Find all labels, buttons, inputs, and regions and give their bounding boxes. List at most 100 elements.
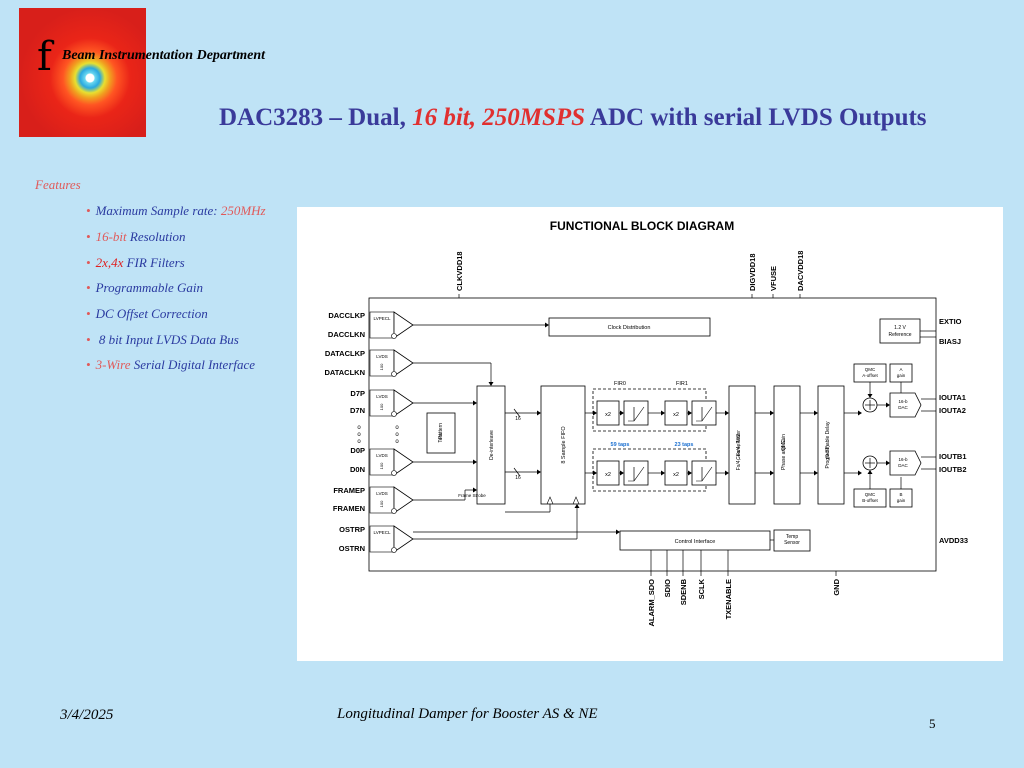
x2-label: x2 xyxy=(605,472,611,478)
bottom-pin-sdenb: SDENB xyxy=(679,578,688,605)
deinterleave-label: De-interleave xyxy=(489,430,495,460)
left-pin-ostrp: OSTRP xyxy=(339,525,365,534)
feature-item: •16-bit Resolution xyxy=(86,229,185,245)
programmable-delay-label: (0-3T) xyxy=(825,445,831,459)
feature-text: FIR Filters xyxy=(123,255,184,270)
diagram-title: FUNCTIONAL BLOCK DIAGRAM xyxy=(550,219,734,233)
dac-label: DAC xyxy=(898,463,908,468)
control-interface-label: Control Interface xyxy=(675,539,716,545)
functional-block-diagram: FUNCTIONAL BLOCK DIAGRAMCLKVDD18DIGVDD18… xyxy=(297,207,1003,661)
x2-label: x2 xyxy=(673,412,679,418)
right-pin-biasj: BIASJ xyxy=(939,337,961,346)
reference-block xyxy=(880,319,920,343)
logo-f-mark: f xyxy=(37,42,52,72)
bullet: • xyxy=(86,229,91,244)
termination-label: 100 xyxy=(379,462,384,469)
bullet: • xyxy=(86,306,91,321)
qmc-a-offset-label: QMC xyxy=(865,367,876,372)
dac-label: 16-b xyxy=(898,399,908,404)
bottom-pin-gnd: GND xyxy=(832,578,841,595)
buffer-type-label: LVDS xyxy=(376,491,387,496)
left-pin-dataclkp: DATACLKP xyxy=(325,349,365,358)
bullet: • xyxy=(86,255,91,270)
a-gain-label: A xyxy=(899,367,902,372)
bottom-pin-alarm_sdo: ALARM_SDO xyxy=(647,579,656,627)
buffer-type-label: LVPECL xyxy=(374,316,391,321)
buffer-inversion-bubble xyxy=(392,548,397,553)
buffer-type-label: LVPECL xyxy=(374,530,391,535)
right-pin-iouta1: IOUTA1 xyxy=(939,393,966,402)
fir-filter-box xyxy=(692,461,716,485)
qmc-phase-gain-label: Phase and Gain xyxy=(781,434,787,470)
reference-label: 1.2 V xyxy=(894,325,906,331)
bottom-pin-sclk: SCLK xyxy=(697,578,706,599)
bullet: • xyxy=(86,203,91,218)
left-pin-ostrn: OSTRN xyxy=(339,544,365,553)
department-logo: f xyxy=(19,8,146,137)
coarse-mixer-block xyxy=(729,386,755,504)
buffer-inversion-bubble xyxy=(392,471,397,476)
feature-item: •Programmable Gain xyxy=(86,280,203,296)
feature-item: •DC Offset Correction xyxy=(86,306,208,322)
feature-text: 2x,4x xyxy=(96,255,124,270)
bullet: • xyxy=(86,280,91,295)
dac-label: DAC xyxy=(898,405,908,410)
temp-sensor-label: Sensor xyxy=(784,540,800,546)
bullet: • xyxy=(86,332,91,347)
programmable-delay-label: Programmable Delay xyxy=(825,421,831,468)
features-label: Features xyxy=(35,177,81,193)
feature-item: •Maximum Sample rate: 250MHz xyxy=(86,203,266,219)
pattern-test-label: Test xyxy=(438,433,444,443)
buffer-inversion-bubble xyxy=(392,372,397,377)
b-gain-label: gain xyxy=(897,498,906,503)
department-name: Beam Instrumentation Department xyxy=(62,48,265,64)
bottom-pin-txenable: TXENABLE xyxy=(724,579,733,619)
left-pin-d0p: D0P xyxy=(350,446,365,455)
left-pin-d7n: D7N xyxy=(350,406,365,415)
left-pin-d0n: D0N xyxy=(350,465,365,474)
right-pin-avdd33: AVDD33 xyxy=(939,536,968,545)
fifo-label: 8 Sample FIFO xyxy=(561,426,567,464)
qmc-b-offset-label: QMC xyxy=(865,492,876,497)
bullet: • xyxy=(86,357,91,372)
feature-item: • 2x,4x FIR Filters xyxy=(86,255,185,271)
left-pin-framen: FRAMEN xyxy=(333,504,365,513)
top-pin-vfuse: VFUSE xyxy=(769,266,778,291)
qmc-phase-gain-block xyxy=(774,386,800,504)
buffer-type-label: LVDS xyxy=(376,394,387,399)
left-pin-d7p: D7P xyxy=(350,389,365,398)
termination-label: 100 xyxy=(379,363,384,370)
left-pin-dacclkp: DACCLKP xyxy=(328,311,365,320)
footer-title: Longitudinal Damper for Booster AS & NE xyxy=(337,706,598,723)
buffer-type-label: LVDS xyxy=(376,453,387,458)
fir-filter-box xyxy=(624,461,648,485)
footer-date: 3/4/2025 xyxy=(60,707,113,724)
buffer-inversion-bubble xyxy=(392,509,397,514)
termination-label: 100 xyxy=(379,500,384,507)
buffer-type-label: LVDS xyxy=(376,354,387,359)
top-pin-dacvdd18: DACVDD18 xyxy=(796,251,805,291)
reference-label: Reference xyxy=(888,332,911,338)
b-gain-label: B xyxy=(899,492,902,497)
coarse-mixer-label: Fs/4, -Fs/4, Fs/2 xyxy=(736,434,742,471)
right-pin-ioutb1: IOUTB1 xyxy=(939,452,967,461)
feature-text: 3-Wire xyxy=(96,357,131,372)
clock-distribution-label: Clock Distribution xyxy=(608,325,651,331)
feature-item: • 3-Wire Serial Digital Interface xyxy=(86,357,255,373)
ellipsis-dot: o xyxy=(357,432,361,438)
dac-label: 16-b xyxy=(898,457,908,462)
feature-text: 250MHz xyxy=(221,203,266,218)
top-pin-digvdd18: DIGVDD18 xyxy=(748,253,757,291)
fir-filter-box xyxy=(692,401,716,425)
feature-text: Serial Digital Interface xyxy=(130,357,255,372)
termination-label: 100 xyxy=(379,403,384,410)
a-gain-label: gain xyxy=(897,373,906,378)
feature-text: 8 bit Input LVDS Data Bus xyxy=(96,332,239,347)
right-pin-extio: EXTIO xyxy=(939,317,962,326)
left-pin-dacclkn: DACCLKN xyxy=(328,330,365,339)
right-pin-ioutb2: IOUTB2 xyxy=(939,465,967,474)
bus-width-label: 16 xyxy=(515,416,521,422)
feature-item: • 8 bit Input LVDS Data Bus xyxy=(86,332,239,348)
fir0-taps-label: 59 taps xyxy=(611,442,630,448)
